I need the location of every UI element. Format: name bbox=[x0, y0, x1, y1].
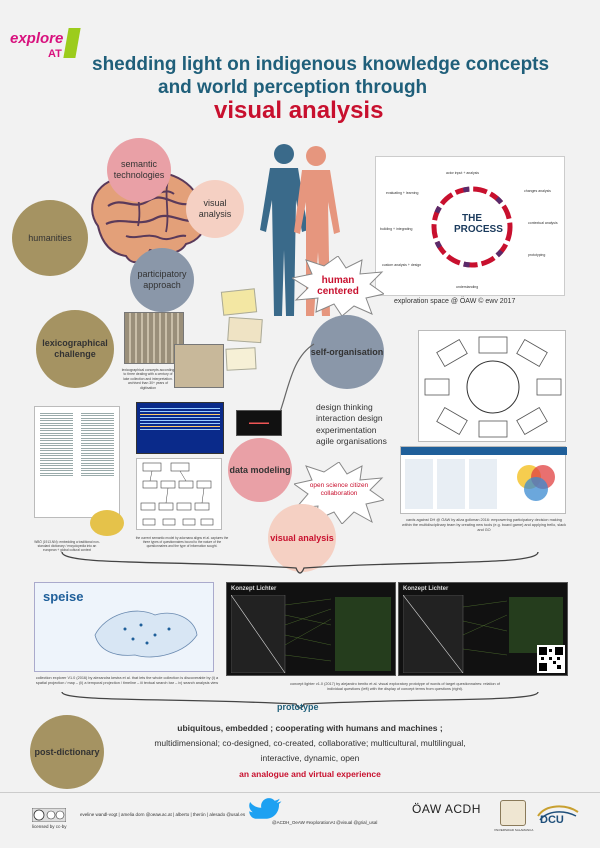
design-methods-list: design thinking interaction design exper… bbox=[316, 402, 387, 448]
board-column-2 bbox=[437, 459, 465, 509]
process-label-1: changes analysis bbox=[524, 189, 551, 193]
handwritten-card-photo bbox=[174, 344, 224, 388]
speise-map-screenshot: speise bbox=[34, 582, 214, 672]
note-card-3 bbox=[225, 347, 257, 371]
data-model-icon bbox=[140, 462, 214, 526]
prototype-label: prototype bbox=[277, 702, 319, 712]
qr-code-icon[interactable] bbox=[537, 645, 565, 673]
process-label-0: actor input + analysis bbox=[446, 171, 479, 175]
design-item-0: design thinking bbox=[316, 402, 373, 412]
wbo-caption: WBÖ (1913-NN): embedding a traditional n… bbox=[34, 540, 100, 553]
circle-semantic-technologies: semantic technologies bbox=[107, 138, 171, 202]
circle-visual-analysis-2: visual analysis bbox=[268, 504, 336, 572]
lexico-caption: lexicographical concepts according to th… bbox=[121, 368, 175, 390]
circle-visual-analysis: visual analysis bbox=[186, 180, 244, 238]
venn-diagram-icon bbox=[517, 465, 555, 501]
explore-logo-at: AT bbox=[48, 48, 62, 60]
konzept-caption: concept lighter v1.0 (2017) by alejandro… bbox=[290, 682, 500, 691]
note-card-2 bbox=[227, 316, 263, 344]
usal-label: VNiVERSiDAD SALAMANCA bbox=[494, 828, 534, 832]
circle-self-organisation: self-organisation bbox=[310, 315, 384, 389]
word-cloud-image: ▬▬▬▬ bbox=[236, 410, 282, 436]
design-item-3: agile organisations bbox=[316, 436, 387, 447]
process-label-6: building + integrating bbox=[380, 227, 413, 231]
circle-humanities: humanities bbox=[12, 200, 88, 276]
bottom-line-4: an analogue and virtual experience bbox=[239, 769, 381, 779]
speise-title: speise bbox=[43, 589, 84, 604]
exploration-caption: exploration space @ ÖAW © ewv 2017 bbox=[394, 298, 516, 305]
process-label-5: custom analysis + design bbox=[382, 263, 422, 267]
footer-divider bbox=[0, 792, 600, 793]
board-column-3 bbox=[469, 459, 497, 509]
human-centered-label: human centered bbox=[317, 275, 359, 297]
konzept-screenshot-2: Konzept Lichter bbox=[398, 582, 568, 676]
process-title: THE PROCESS bbox=[454, 213, 503, 235]
cc-license-icon[interactable] bbox=[32, 808, 66, 822]
title-line-2: and world perception through bbox=[158, 77, 428, 98]
circle-post-dictionary: post-dictionary bbox=[30, 715, 104, 789]
oeaw-acdh-logo: ÖAW ACDH bbox=[412, 802, 481, 816]
konzept-vis-2-icon bbox=[403, 595, 563, 673]
process-diagram: THE PROCESS actor input + analysis chang… bbox=[375, 156, 565, 296]
circle-participatory-approach: participatory approach bbox=[130, 248, 194, 312]
konzept-screenshot-1: Konzept Lichter bbox=[226, 582, 396, 676]
open-science-starburst bbox=[294, 462, 384, 524]
process-label-4: understanding bbox=[456, 285, 479, 289]
speise-caption: collection explorer V1.0 (2016) by alexa… bbox=[35, 676, 219, 685]
note-card-1 bbox=[220, 288, 258, 316]
dcu-logo-icon bbox=[537, 805, 579, 821]
process-label-2: contextual analysis bbox=[528, 221, 558, 225]
database-screenshot bbox=[136, 402, 224, 454]
dcu-label: DCU bbox=[540, 814, 564, 826]
human-centered-starburst bbox=[292, 256, 384, 316]
konzept-vis-1-icon bbox=[231, 595, 391, 673]
cards-diagram-icon bbox=[424, 336, 562, 438]
circle-data-modeling: data modeling bbox=[228, 438, 292, 502]
board-header bbox=[401, 447, 567, 455]
konzept-title-2: Konzept Lichter bbox=[403, 586, 449, 592]
map-blob-photo bbox=[90, 510, 124, 536]
circle-lexicographical-challenge: lexicographical challenge bbox=[36, 310, 114, 388]
title-line-1: shedding light on indigenous knowledge c… bbox=[92, 54, 550, 75]
footer-twitter[interactable]: @ACDH_OeAW #explorationAt @visual @grial… bbox=[272, 820, 378, 825]
model-caption: the current semantic model by adornana a… bbox=[135, 536, 229, 549]
twitter-bird-icon[interactable] bbox=[248, 798, 282, 824]
board-column-1 bbox=[405, 459, 433, 509]
explore-logo-text: explore bbox=[10, 30, 64, 47]
cards-diagram bbox=[418, 330, 566, 442]
bottom-line-3: interactive, dynamic, open bbox=[260, 753, 360, 763]
process-ring-icon bbox=[431, 186, 513, 268]
process-label-3: prototyping bbox=[528, 253, 546, 257]
design-item-2: experimentation bbox=[316, 424, 377, 435]
footer-names: eveline wandl-vogt | amelia dorn @oeaw.a… bbox=[80, 812, 246, 817]
usal-seal bbox=[500, 800, 526, 826]
konzept-title-1: Konzept Lichter bbox=[231, 586, 277, 592]
open-science-label: open science citizen collaboration bbox=[309, 482, 369, 498]
bottom-line-1: ubiquitous, embedded ; cooperating with … bbox=[177, 723, 443, 733]
prototype-brace bbox=[61, 691, 539, 709]
bottom-line-2: multidimensional; co-designed, co-create… bbox=[154, 738, 466, 748]
process-label-7: evaluating + learning bbox=[386, 191, 419, 195]
brace-divider bbox=[61, 551, 539, 574]
explore-logo-mark bbox=[63, 28, 81, 58]
cards-board-screenshot bbox=[400, 446, 567, 514]
wbo-document-page bbox=[34, 406, 120, 518]
design-item-1: interaction design bbox=[316, 413, 383, 424]
cc-license-label: licensed by cc-by bbox=[32, 824, 67, 829]
data-model-diagram bbox=[136, 458, 222, 530]
title-line-3: visual analysis bbox=[214, 97, 384, 124]
cards-caption: cards against DH @ ÖAW by aliza golkman … bbox=[402, 518, 566, 532]
map-icon bbox=[94, 610, 198, 658]
